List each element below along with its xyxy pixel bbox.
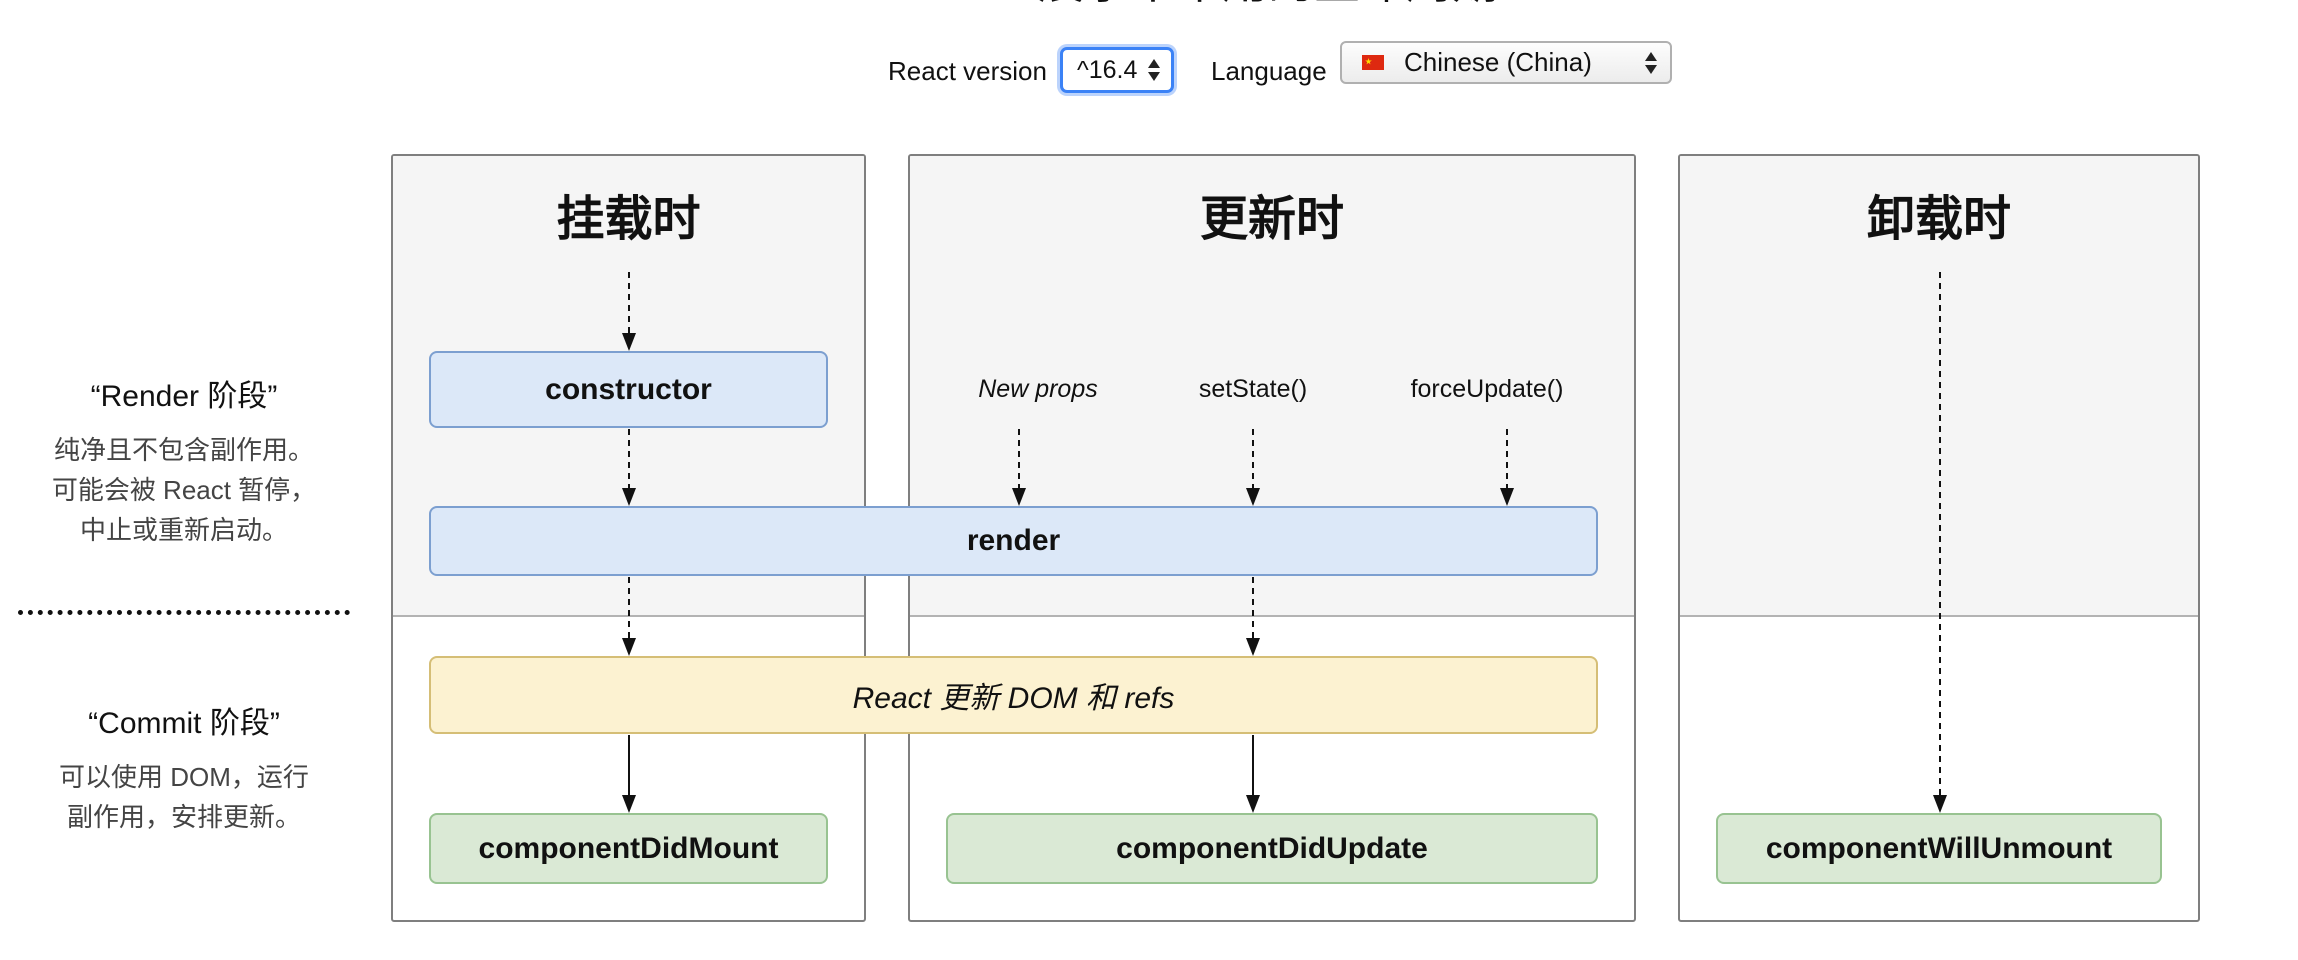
trigger-new-props: New props xyxy=(978,375,1098,403)
unmounting-title: 卸载时 xyxy=(1866,193,2011,246)
render-box[interactable]: render xyxy=(429,506,1598,576)
render-phase-desc-line: 可能会被 React 暂停， xyxy=(51,475,317,505)
render-label: render xyxy=(966,524,1061,557)
phase-divider xyxy=(18,610,350,615)
arrowhead xyxy=(1500,488,1514,506)
component-did-mount-box[interactable]: componentDidMount xyxy=(429,813,828,884)
trigger-force-update: forceUpdate() xyxy=(1410,375,1564,403)
commit-phase-desc-line: 可以使用 DOM，运行 xyxy=(59,762,309,792)
commit-phase-title: “Commit 阶段” xyxy=(88,707,280,740)
component-did-update-box[interactable]: componentDidUpdate xyxy=(946,813,1598,884)
arrowhead xyxy=(622,638,636,656)
react-version-value: ^16.4 xyxy=(1077,55,1138,84)
show-less-common-label[interactable]: 展示不常用的生命周期 xyxy=(1038,0,1498,8)
select-arrows-icon xyxy=(1147,59,1161,81)
component-will-unmount-box[interactable]: componentWillUnmount xyxy=(1716,813,2162,884)
react-version-label: React version xyxy=(888,56,1047,86)
component-did-mount-label: componentDidMount xyxy=(478,831,779,865)
show-less-common-toggle[interactable]: 展示不常用的生命周期 xyxy=(1000,0,1560,9)
component-did-update-label: componentDidUpdate xyxy=(1116,831,1428,865)
arrowhead xyxy=(622,488,636,506)
trigger-set-state: setState() xyxy=(1198,375,1308,403)
language-label: Language xyxy=(1211,56,1327,86)
flag-china-icon xyxy=(1362,55,1384,70)
mounting-title: 挂载时 xyxy=(556,193,701,246)
render-phase-desc-line: 中止或重新启动。 xyxy=(79,515,288,545)
arrowhead xyxy=(1246,638,1260,656)
arrowhead xyxy=(1246,488,1260,506)
dom-update-label: React 更新 DOM 和 refs xyxy=(852,682,1175,715)
dom-update-box[interactable]: React 更新 DOM 和 refs xyxy=(429,656,1598,734)
react-version-select[interactable]: ^16.4 xyxy=(1060,47,1174,93)
language-select[interactable]: Chinese (China) xyxy=(1340,41,1672,84)
arrowhead xyxy=(1246,795,1260,813)
constructor-box[interactable]: constructor xyxy=(429,351,828,428)
arrowhead xyxy=(1012,488,1026,506)
arrowhead xyxy=(1933,795,1947,813)
select-arrows-icon xyxy=(1644,51,1658,74)
updating-title: 更新时 xyxy=(1199,193,1344,246)
render-phase-title: “Render 阶段” xyxy=(90,380,278,413)
arrowhead xyxy=(622,795,636,813)
language-value: Chinese (China) xyxy=(1404,47,1592,77)
constructor-label: constructor xyxy=(545,372,712,406)
arrowhead xyxy=(622,333,636,351)
render-phase-desc-line: 纯净且不包含副作用。 xyxy=(53,435,314,465)
component-will-unmount-label: componentWillUnmount xyxy=(1765,831,2113,865)
commit-phase-desc-line: 副作用，安排更新。 xyxy=(66,802,301,832)
